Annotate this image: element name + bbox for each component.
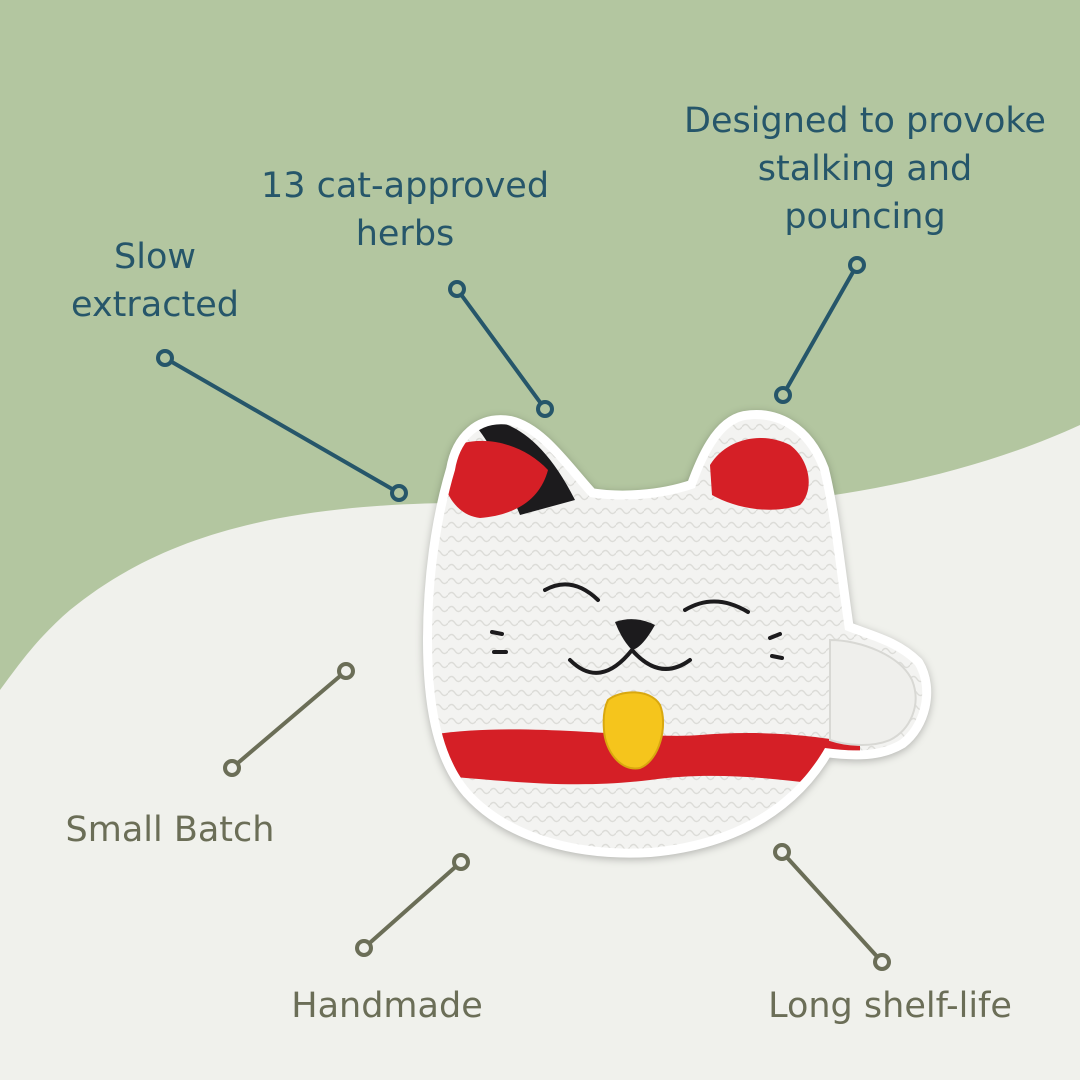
connector-line-small-batch: [230, 669, 348, 770]
cat-right-ear-red: [710, 437, 809, 510]
cat-bell: [602, 691, 665, 770]
cat-left-whisker-1: [490, 630, 504, 636]
callout-slow-extracted-line-2: extracted: [71, 285, 239, 325]
background-green-wave: [0, 0, 1080, 690]
callout-designed-line-2: stalking and: [757, 149, 973, 189]
callout-slow-extracted: Slow extracted: [40, 233, 270, 329]
connector-dot-designed-start: [848, 256, 866, 274]
cat-left-ear-red: [440, 440, 548, 518]
callout-designed: Designed to provoke stalking and pouncing: [660, 97, 1070, 241]
connector-dot-designed-end: [774, 386, 792, 404]
connector-dot-handmade-start: [452, 853, 470, 871]
connector-line-slow-extracted: [163, 356, 401, 495]
connector-line-handmade: [362, 860, 463, 950]
cat-right-whisker-2: [770, 654, 784, 660]
connector-line-long-shelf-life: [780, 850, 884, 964]
cat-left-eye: [543, 582, 600, 602]
callout-small-batch: Small Batch: [65, 810, 275, 850]
connector-line-herbs: [455, 287, 547, 411]
callout-long-shelf-life: Long shelf-life: [768, 986, 1012, 1026]
connector-dot-small-batch-end: [223, 759, 241, 777]
callout-designed-line-1: Designed to provoke: [684, 101, 1046, 141]
callout-herbs-line-2: herbs: [355, 214, 455, 254]
connector-dot-slow-extracted-end: [390, 484, 408, 502]
cat-right-whisker-1: [768, 632, 782, 640]
connector-dot-herbs-end: [536, 400, 554, 418]
connector-dot-small-batch-start: [337, 662, 355, 680]
callout-herbs: 13 cat-approved herbs: [230, 162, 580, 258]
connector-dot-long-shelf-life-end: [873, 953, 891, 971]
callout-slow-extracted-line-1: Slow: [114, 237, 196, 277]
connector-dot-handmade-end: [355, 939, 373, 957]
cat-mouth: [568, 646, 692, 675]
connector-dot-herbs-start: [448, 280, 466, 298]
connector-line-designed: [781, 263, 859, 397]
callout-designed-line-3: pouncing: [784, 197, 946, 237]
connector-dot-slow-extracted-start: [156, 349, 174, 367]
cat-right-eye: [683, 599, 750, 614]
callout-herbs-line-1: 13 cat-approved: [260, 166, 550, 206]
cat-paw: [829, 638, 917, 746]
cat-nose: [615, 619, 655, 650]
connector-dot-long-shelf-life-start: [773, 843, 791, 861]
callout-handmade: Handmade: [291, 986, 483, 1026]
